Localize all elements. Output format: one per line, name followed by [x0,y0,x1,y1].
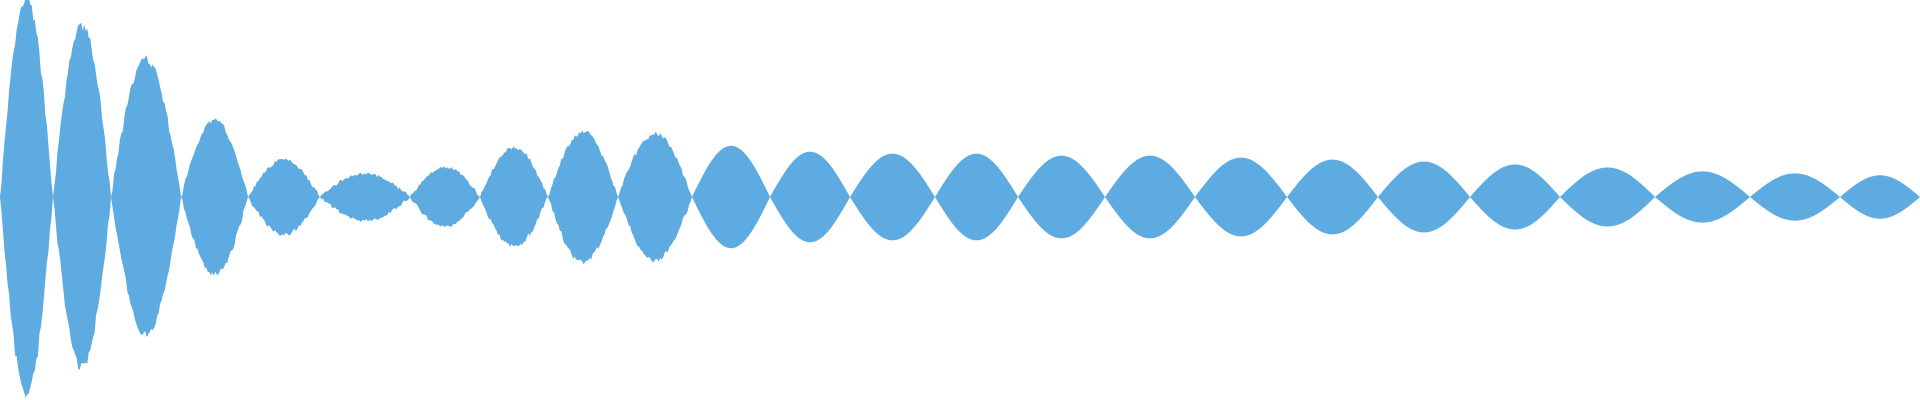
waveform-lobe [1560,167,1655,227]
waveform-lobe [1195,157,1287,237]
waveform-lobe [935,153,1018,241]
waveform-lobe [0,0,53,398]
waveform-lobe [850,153,935,241]
waveform-lobe [53,22,111,370]
waveform-lobe [1655,171,1750,223]
waveform-lobe [1378,161,1470,233]
waveform-lobe [548,130,618,265]
waveform-lobe [692,145,770,249]
waveform-lobe [1750,173,1840,221]
waveform-lobe [618,131,692,262]
waveform-lobe [181,118,248,276]
waveform-lobe [1470,164,1560,230]
waveform-lobe [1105,155,1195,239]
waveform-lobe [1018,155,1105,239]
waveform-lobe [1287,159,1378,235]
waveform-lobe [480,146,548,247]
waveform-lobe [320,172,410,223]
waveform-lobe [1840,175,1920,219]
waveform-lobe [248,158,320,236]
waveform-lobe [410,166,480,228]
waveform-lobe [111,55,181,338]
waveform-lobe [770,151,850,243]
